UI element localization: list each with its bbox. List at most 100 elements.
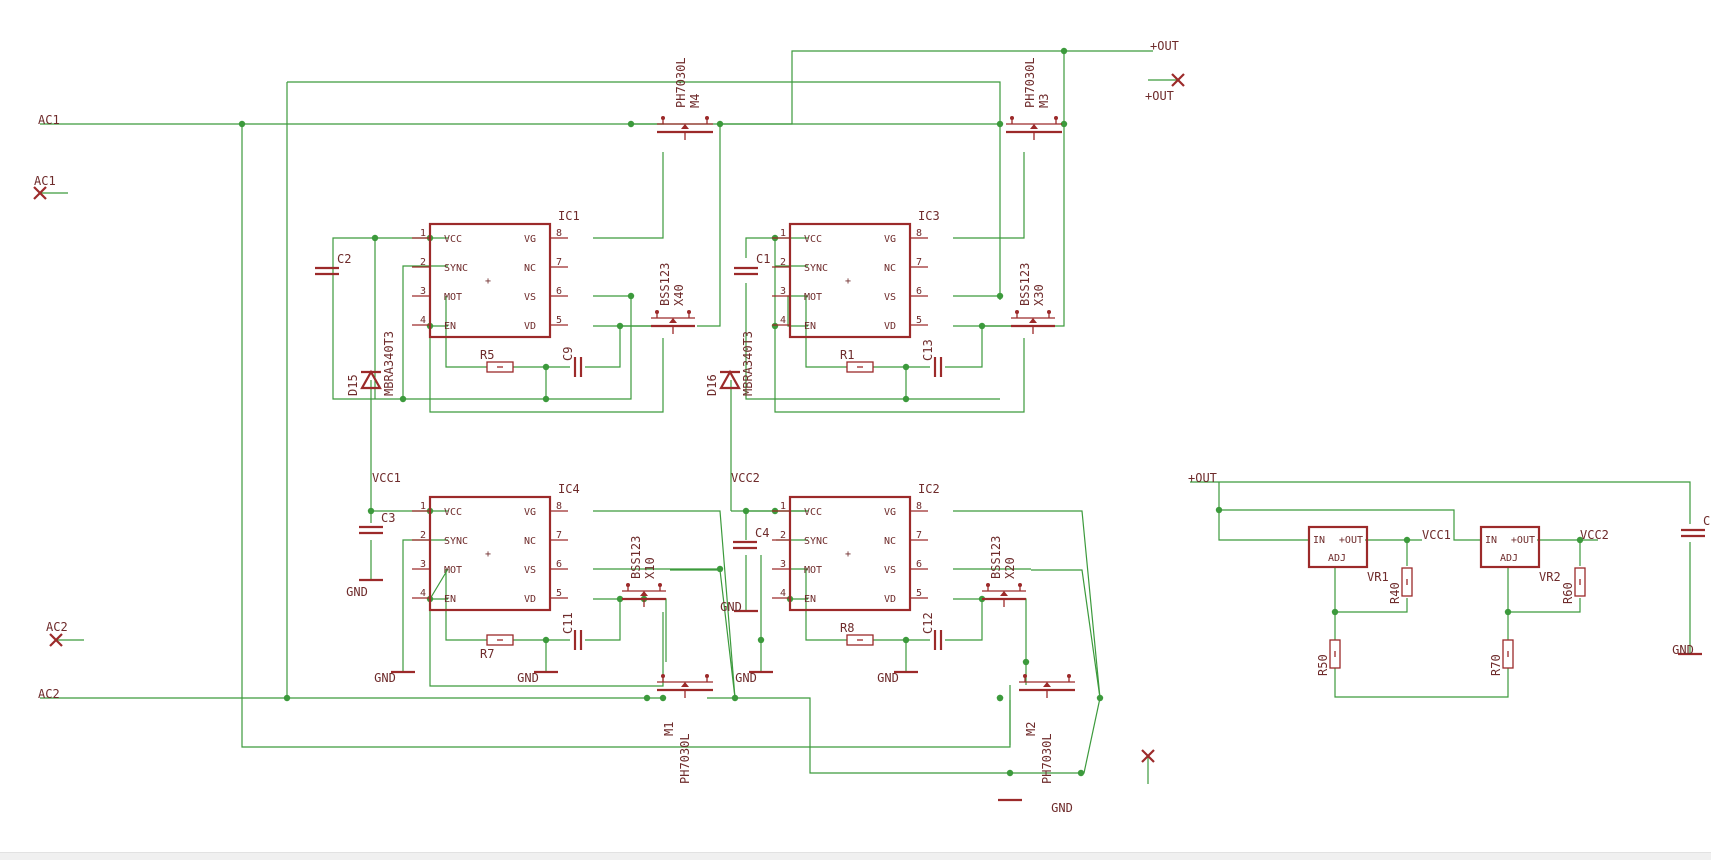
junction-dot <box>1060 120 1068 128</box>
mosfet-terminal <box>687 310 691 314</box>
net-label: GND <box>517 671 539 685</box>
junction-dot <box>542 363 550 371</box>
ic-body <box>788 222 912 339</box>
junction-dot <box>1096 694 1104 702</box>
wire <box>1031 569 1101 699</box>
resistor-ref: R60 <box>1561 582 1575 604</box>
ic-pin-number: 1 <box>420 501 426 512</box>
ic-pin-number: 4 <box>420 315 426 326</box>
net-label: VCC1 <box>1422 528 1451 542</box>
ic-pin-name: SYNC <box>444 263 468 274</box>
ic-pin-number: 4 <box>780 588 786 599</box>
junction-dot <box>731 694 739 702</box>
marker-stroke <box>33 186 47 200</box>
mosfet-ref: M2 <box>1024 722 1038 736</box>
mosfet-terminal <box>1047 310 1051 314</box>
wire <box>287 81 1001 124</box>
junction-dot <box>1077 769 1085 777</box>
junction-dot <box>771 322 779 330</box>
capacitor-ref: C9 <box>561 347 575 361</box>
ic-pin-number: 3 <box>780 559 786 570</box>
resistor-body <box>1401 567 1413 597</box>
net-label: AC2 <box>46 620 68 634</box>
ic-pin-number: 6 <box>556 286 562 297</box>
junction-dot <box>1576 536 1584 544</box>
junction-dot <box>627 292 635 300</box>
ic-pin-number: 8 <box>916 228 922 239</box>
ic-pin-number: 6 <box>556 559 562 570</box>
ic-pin-number: 6 <box>916 286 922 297</box>
mosfet-ref: X30 <box>1032 284 1046 306</box>
junction-dot <box>1006 769 1014 777</box>
junction-dot <box>757 636 765 644</box>
ic-center-mark: + <box>485 276 491 287</box>
wire <box>1055 124 1065 327</box>
ic-ref: IC1 <box>558 209 580 223</box>
mosfet-terminal <box>626 583 630 587</box>
resistor-ref: R5 <box>480 348 494 362</box>
mosfet-arrow <box>669 318 677 323</box>
junction-dot <box>542 636 550 644</box>
capacitor-c13: C13 <box>921 339 943 377</box>
wire <box>445 569 487 641</box>
resistor-r50: R50 <box>1316 639 1341 676</box>
ic-ref: IC2 <box>918 482 940 496</box>
ic-pin-number: 3 <box>420 286 426 297</box>
ic-center-mark: + <box>485 549 491 560</box>
wire <box>735 697 1101 774</box>
mosfet-ref: M4 <box>688 94 702 108</box>
mosfet-terminal <box>1054 116 1058 120</box>
ic-pin-name: VG <box>884 234 896 245</box>
mosfet-terminal <box>705 674 709 678</box>
wire <box>593 152 664 239</box>
ic-pin-name: EN <box>804 594 816 605</box>
resistor-ref: R8 <box>840 621 854 635</box>
diode-body <box>360 369 382 390</box>
wire <box>805 569 847 641</box>
resistor-r7: R7 <box>480 634 514 661</box>
wire <box>945 325 1022 368</box>
ic-pin-number: 1 <box>780 228 786 239</box>
mosfet-value: BSS123 <box>989 536 1003 579</box>
capacitor-ref: C2 <box>337 252 351 266</box>
junction-dot <box>283 694 291 702</box>
junction-dot <box>616 322 624 330</box>
capacitor-ref: C11 <box>561 612 575 634</box>
mosfet-ref: M1 <box>662 722 676 736</box>
ic-pin-name: EN <box>444 321 456 332</box>
ic-pin-name: VCC <box>444 507 462 518</box>
regulator-pin-in: IN <box>1313 535 1325 546</box>
wire <box>745 283 1000 400</box>
resistor-r8: R8 <box>840 621 874 646</box>
mosfet-terminal <box>1018 583 1022 587</box>
ic-pin-number: 7 <box>916 257 922 268</box>
wire <box>593 510 736 699</box>
mosfet-terminal <box>658 583 662 587</box>
ic-pin-name: NC <box>524 263 536 274</box>
net-label: GND <box>1672 643 1694 657</box>
capacitor-c9: C9 <box>561 347 583 377</box>
wire <box>805 296 847 368</box>
net-label: +OUT <box>1188 471 1217 485</box>
unconnected-marker <box>1171 73 1185 87</box>
junction-dot <box>627 120 635 128</box>
ic-pin-number: 2 <box>780 530 786 541</box>
wire <box>40 50 1153 125</box>
ic-pin-number: 8 <box>556 228 562 239</box>
wire <box>1004 598 1027 662</box>
capacitor-ref: C4 <box>755 526 769 540</box>
junction-dot <box>742 507 750 515</box>
resistor-body <box>1502 639 1514 669</box>
junction-dot <box>978 322 986 330</box>
net-label: GND <box>1051 801 1073 815</box>
junction-dot <box>716 120 724 128</box>
wire <box>332 237 632 400</box>
net-label: GND <box>346 585 368 599</box>
capacitor-ref: C14 <box>1703 514 1711 528</box>
wire <box>1063 51 1065 125</box>
